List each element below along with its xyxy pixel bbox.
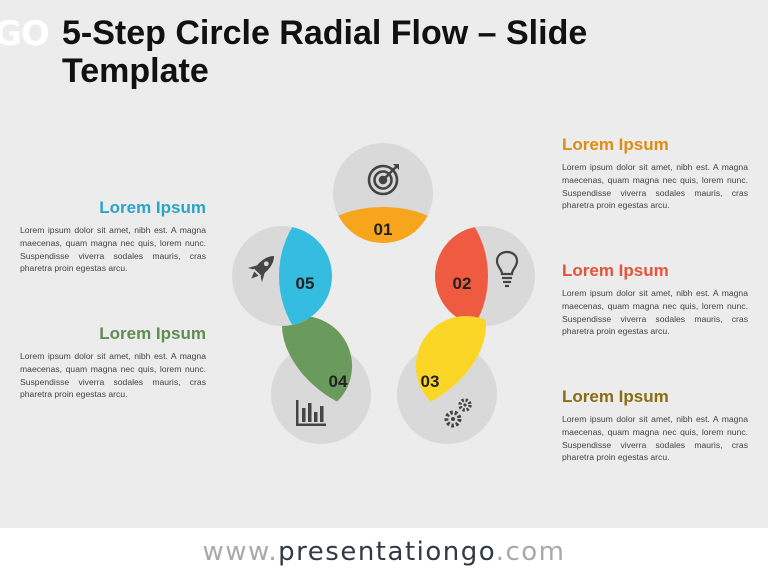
text-block-right-bottom: Lorem Ipsum Lorem ipsum dolor sit amet, …: [562, 387, 748, 464]
step-05: 05: [232, 226, 332, 326]
step-number: 04: [329, 372, 348, 391]
step-number: 01: [374, 220, 393, 239]
page-title: 5-Step Circle Radial Flow – Slide Templa…: [62, 14, 588, 90]
block-body: Lorem ipsum dolor sit amet, nibh est. A …: [562, 288, 748, 337]
logo: GO: [0, 14, 50, 54]
block-body: Lorem ipsum dolor sit amet, nibh est. A …: [20, 225, 206, 274]
radial-flow-diagram: 01 02 03: [232, 143, 535, 444]
gears-icon: [444, 398, 472, 428]
bar-chart-icon: [296, 400, 326, 426]
target-icon: [367, 164, 399, 196]
footer-prefix: www.: [202, 537, 279, 567]
step-arc: [435, 226, 488, 326]
step-02: 02: [435, 226, 535, 326]
block-heading: Lorem Ipsum: [562, 261, 669, 280]
block-body: Lorem ipsum dolor sit amet, nibh est. A …: [562, 162, 748, 211]
footer-suffix: .com: [495, 537, 566, 567]
text-block-left-bottom: Lorem Ipsum Lorem ipsum dolor sit amet, …: [20, 324, 206, 401]
step-number: 02: [453, 274, 472, 293]
text-block-left-top: Lorem Ipsum Lorem ipsum dolor sit amet, …: [20, 198, 206, 275]
text-block-right-top: Lorem Ipsum Lorem ipsum dolor sit amet, …: [562, 135, 748, 212]
footer-brand: presentationgo: [278, 537, 496, 567]
step-number: 03: [421, 372, 440, 391]
block-body: Lorem ipsum dolor sit amet, nibh est. A …: [20, 351, 206, 400]
block-heading: Lorem Ipsum: [99, 324, 206, 343]
block-heading: Lorem Ipsum: [99, 198, 206, 217]
block-heading: Lorem Ipsum: [562, 387, 669, 406]
block-body: Lorem ipsum dolor sit amet, nibh est. A …: [562, 414, 748, 463]
footer-url: www.presentationgo.com: [0, 528, 768, 576]
text-block-right-middle: Lorem Ipsum Lorem ipsum dolor sit amet, …: [562, 261, 748, 338]
step-number: 05: [296, 274, 315, 293]
block-heading: Lorem Ipsum: [562, 135, 669, 154]
step-arc: [279, 226, 332, 326]
rocket-icon: [247, 255, 275, 283]
slide-canvas: GO 5-Step Circle Radial Flow – Slide Tem…: [0, 0, 768, 528]
lightbulb-icon: [495, 250, 519, 288]
